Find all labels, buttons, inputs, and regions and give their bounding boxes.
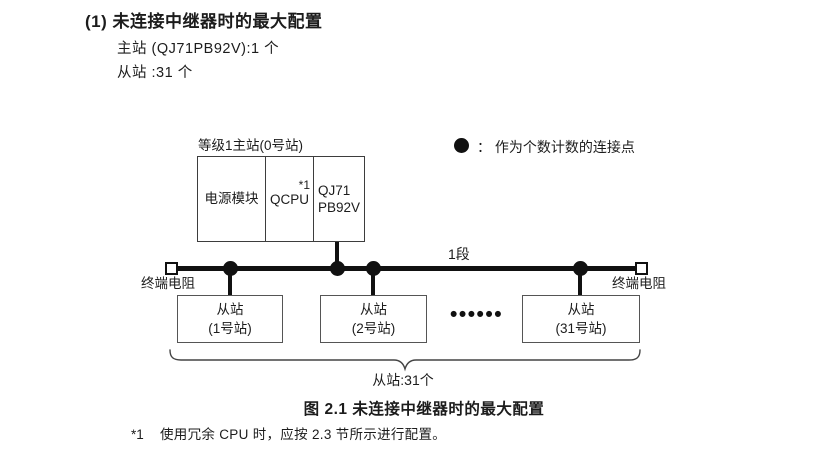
bus-line-segment <box>172 266 640 271</box>
brace-slaves <box>169 349 641 372</box>
cpu-module-label: QCPU <box>270 192 310 207</box>
slave-station-box-2: 从站 (2号站) <box>320 295 427 343</box>
drop-line-master <box>335 242 339 268</box>
network-module-label-line1: QJ71 <box>318 182 351 198</box>
slave-station-box-31: 从站 (31号站) <box>522 295 640 343</box>
cpu-module-cell: *1 QCPU <box>266 157 314 241</box>
power-module-cell: 电源模块 <box>198 157 266 241</box>
slave-type-label: 从站 <box>567 302 595 317</box>
master-station-label: 等级1主站(0号站) <box>198 138 304 153</box>
section-heading: (1) 未连接中继器时的最大配置 <box>85 12 323 31</box>
drop-line-slave31 <box>578 268 582 295</box>
terminator-left-icon <box>165 262 178 275</box>
segment-label: 1段 <box>448 246 470 262</box>
master-station-box: 电源模块 *1 QCPU QJ71 PB92V <box>197 156 365 242</box>
network-module-label-line2: PB92V <box>318 200 361 215</box>
slave-station-number: (2号站) <box>351 320 396 336</box>
slave-station-number: (31号站) <box>555 320 607 336</box>
drop-line-slave2 <box>371 268 375 295</box>
slave-station-box-1: 从站 (1号站) <box>177 295 283 343</box>
cpu-footnote-ref: *1 <box>298 178 310 192</box>
power-module-label: 电源模块 <box>204 191 259 207</box>
slave-type-label: 从站 <box>360 302 387 317</box>
slave-station-number: (1号站) <box>208 320 252 336</box>
spec-line-master: 主站 (QJ71PB92V):1 个 <box>117 41 280 57</box>
ellipsis-dots: •••••• <box>450 303 504 326</box>
network-module-cell: QJ71 PB92V <box>314 157 364 241</box>
spec-line-slaves: 从站 :31 个 <box>117 65 193 81</box>
brace-label: 从站:31个 <box>372 372 434 388</box>
terminator-left-label: 终端电阻 <box>141 276 195 291</box>
footnote-text: 使用冗余 CPU 时，应按 2.3 节所示进行配置。 <box>160 427 447 442</box>
terminator-right-icon <box>635 262 648 275</box>
drop-line-slave1 <box>228 268 232 295</box>
terminator-right-label: 终端电阻 <box>612 276 666 291</box>
figure-caption: 图 2.1 未连接中继器时的最大配置 <box>303 401 545 418</box>
legend-text: ： 作为个数计数的连接点 <box>477 139 635 155</box>
legend-connection-dot-icon <box>454 138 469 153</box>
slave-type-label: 从站 <box>216 302 244 317</box>
connection-dot-master <box>330 261 345 276</box>
footnote-marker: *1 <box>131 427 144 442</box>
